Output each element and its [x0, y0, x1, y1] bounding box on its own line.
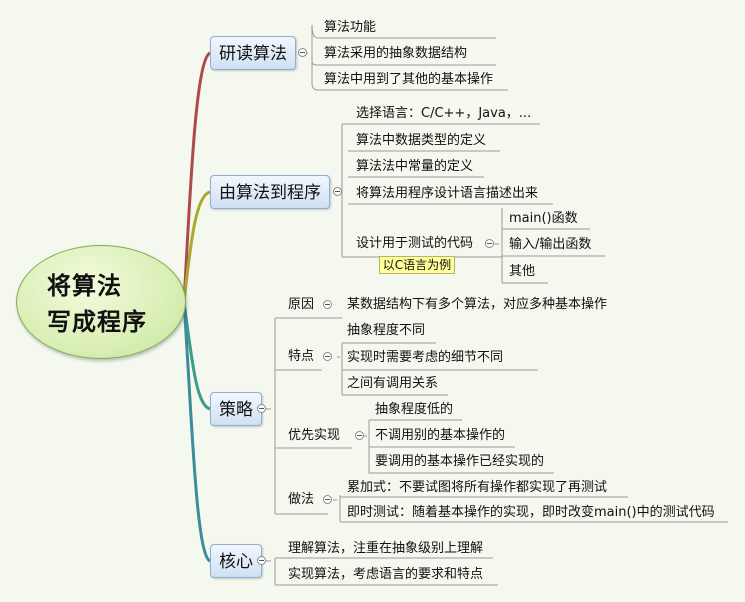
node-feature-details[interactable]: 实现时需要考虑的细节不同	[347, 350, 504, 365]
node-method[interactable]: 做法	[288, 492, 315, 507]
collapse-toggle-icon[interactable]	[298, 48, 307, 57]
collapse-toggle-icon[interactable]	[323, 300, 332, 309]
collapse-toggle-icon[interactable]	[257, 556, 266, 565]
collapse-toggle-icon[interactable]	[333, 187, 342, 196]
node-method-instant-test[interactable]: 即时测试：随着基本操作的实现，即时改变main()中的测试代码	[347, 505, 715, 520]
node-other-operations[interactable]: 算法中用到了其他的基本操作	[324, 72, 494, 87]
node-feature-abstraction[interactable]: 抽象程度不同	[347, 323, 426, 338]
node-choose-language[interactable]: 选择语言：C/C++，Java，...	[356, 106, 532, 121]
bracket-topic-4	[266, 557, 498, 586]
node-algorithm-function[interactable]: 算法功能	[324, 20, 377, 35]
node-data-type-definition[interactable]: 算法中数据类型的定义	[356, 133, 487, 148]
node-understand-algorithm[interactable]: 理解算法，注重在抽象级别上理解	[288, 541, 484, 556]
collapse-toggle-icon[interactable]	[323, 495, 332, 504]
node-priority-no-calls[interactable]: 不调用别的基本操作的	[375, 428, 506, 443]
node-priority[interactable]: 优先实现	[288, 428, 341, 443]
bracket-method	[333, 495, 728, 523]
callout-c-language: 以C语言为例	[379, 256, 455, 274]
node-reason[interactable]: 原因	[288, 297, 315, 312]
node-main-function[interactable]: main()函数	[509, 211, 578, 226]
central-title-line-1: 将算法	[47, 272, 122, 300]
node-data-structure[interactable]: 算法采用的抽象数据结构	[324, 46, 468, 61]
bracket-topic-3	[266, 317, 352, 515]
central-title-line-2: 写成程序	[47, 308, 147, 336]
bracket-priority	[364, 419, 554, 474]
topic-study-algorithm[interactable]: 研读算法	[210, 36, 296, 70]
topic-core[interactable]: 核心	[210, 544, 262, 578]
node-io-functions[interactable]: 输入/输出函数	[509, 237, 592, 252]
node-implement-algorithm[interactable]: 实现算法，考虑语言的要求和特点	[288, 567, 484, 582]
collapse-toggle-icon[interactable]	[323, 352, 332, 361]
node-priority-implemented[interactable]: 要调用的基本操作已经实现的	[375, 454, 545, 469]
node-method-incremental[interactable]: 累加式：不要试图将所有操作都实现了再测试	[347, 480, 608, 495]
bracket-features	[337, 342, 538, 396]
node-reason-detail[interactable]: 某数据结构下有多个算法，对应多种基本操作	[347, 297, 608, 312]
collapse-toggle-icon[interactable]	[485, 239, 494, 248]
collapse-toggle-icon[interactable]	[355, 431, 364, 440]
node-others[interactable]: 其他	[509, 264, 536, 279]
node-test-code[interactable]: 设计用于测试的代码	[356, 236, 474, 251]
collapse-toggle-icon[interactable]	[257, 404, 266, 413]
central-topic[interactable]: 将算法 写成程序	[16, 245, 186, 359]
node-feature-calls[interactable]: 之间有调用关系	[347, 376, 439, 391]
topic-strategy[interactable]: 策略	[210, 392, 262, 426]
link-to-topic-1	[182, 51, 212, 303]
link-to-topic-4	[182, 301, 212, 563]
node-constant-definition[interactable]: 算法法中常量的定义	[356, 159, 474, 174]
bracket-test-group	[494, 208, 605, 284]
node-priority-low-abstraction[interactable]: 抽象程度低的	[375, 402, 454, 417]
link-to-topic-2	[182, 190, 211, 303]
node-describe-in-language[interactable]: 将算法用程序设计语言描述出来	[356, 186, 539, 201]
topic-algorithm-to-program[interactable]: 由算法到程序	[210, 175, 330, 209]
node-features[interactable]: 特点	[288, 349, 315, 364]
